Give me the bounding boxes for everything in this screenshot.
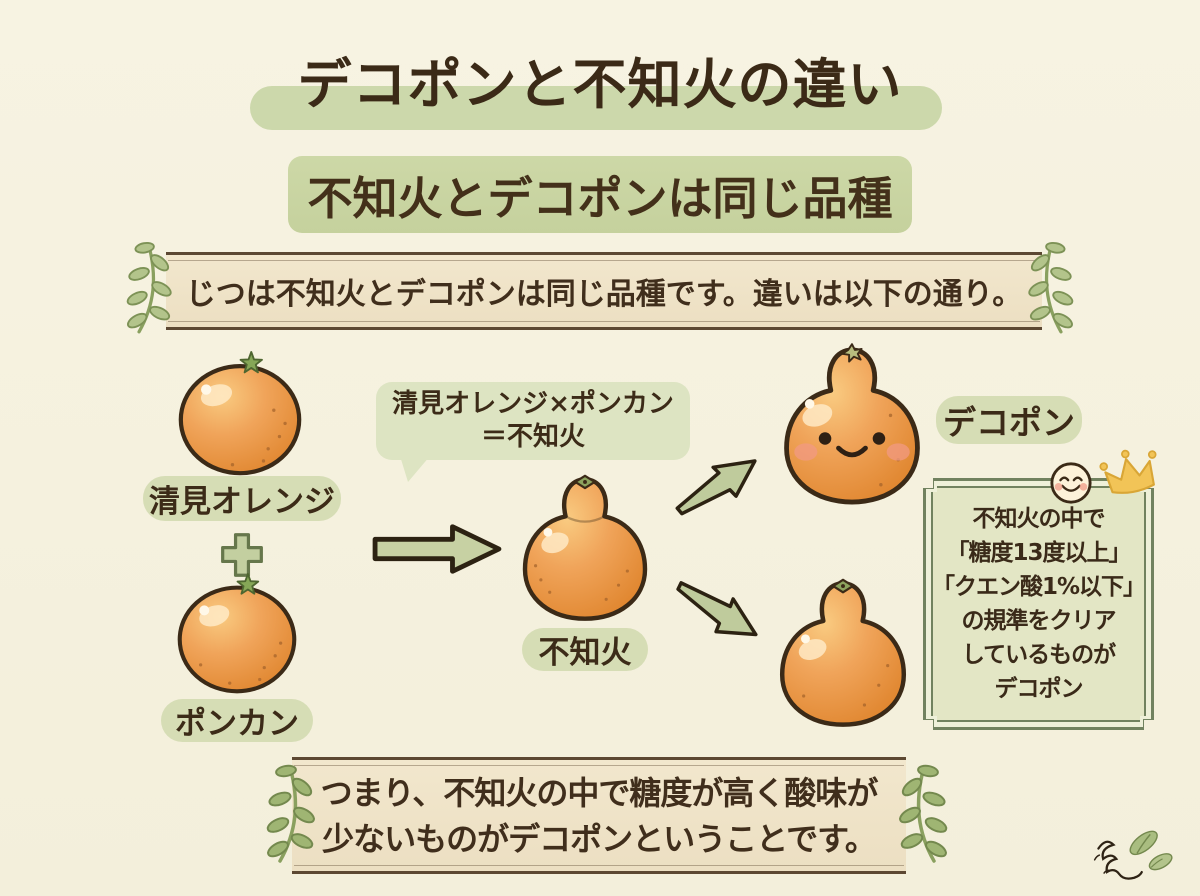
smiley-face-icon xyxy=(1049,461,1093,505)
speech-bubble-line: ＝不知火 xyxy=(480,422,585,452)
page-title: デコポンと不知火の違い xyxy=(297,53,903,116)
criteria-line: 不知火の中で xyxy=(972,506,1105,532)
laurel-branch-icon xyxy=(888,752,948,874)
arrow-down-right-icon xyxy=(661,559,775,663)
kiyomi-orange-illustration xyxy=(174,351,306,476)
criteria-box-frame: 不知火の中で 「糖度13度以上」 「クエン酸1%以下」 の規準をクリア している… xyxy=(926,481,1151,727)
speech-bubble-line: 清見オレンジ×ポンカン xyxy=(392,389,674,419)
speech-bubble: 清見オレンジ×ポンカン ＝不知火 xyxy=(376,382,690,460)
shiranui-illustration xyxy=(512,474,658,624)
intro-text: じつは不知火とデコポンは同じ品種です。違いは以下の通り。 xyxy=(185,277,1023,312)
arrow-right-icon xyxy=(367,519,507,579)
title-highlight xyxy=(250,86,942,130)
laurel-branch-icon xyxy=(266,752,326,874)
speech-bubble-tail xyxy=(398,456,432,482)
plain-shiranui-illustration xyxy=(770,578,916,730)
ponkan-illustration xyxy=(170,573,304,694)
arrow-up-right-icon xyxy=(661,434,775,538)
criteria-line: 「クエン酸1%以下」 xyxy=(931,574,1146,600)
criteria-line: デコポン xyxy=(994,676,1083,702)
conclusion-line: つまり、不知火の中で糖度が高く酸味が xyxy=(320,773,879,812)
criteria-line: の規準をクリア xyxy=(961,608,1116,634)
laurel-branch-icon xyxy=(1018,238,1074,336)
dekopon-illustration xyxy=(775,343,929,508)
laurel-branch-icon xyxy=(126,238,182,336)
artist-signature xyxy=(1085,824,1175,890)
dekopon-label: デコポン xyxy=(936,396,1082,444)
shiranui-label: 不知火 xyxy=(522,628,648,671)
criteria-line: 「糖度13度以上」 xyxy=(946,540,1131,566)
intro-box: じつは不知火とデコポンは同じ品種です。違いは以下の通り。 xyxy=(166,252,1042,330)
criteria-line: しているものが xyxy=(961,642,1116,668)
criteria-box: 不知火の中で 「糖度13度以上」 「クエン酸1%以下」 の規準をクリア している… xyxy=(923,478,1154,730)
conclusion-line: 少ないものがデコポンということです。 xyxy=(322,819,877,858)
subtitle-banner: 不知火とデコポンは同じ品種 xyxy=(288,156,912,233)
plus-icon xyxy=(219,531,265,579)
crown-icon xyxy=(1097,445,1164,505)
kiyomi-orange-label: 清見オレンジ xyxy=(143,476,341,521)
conclusion-box: つまり、不知火の中で糖度が高く酸味が 少ないものがデコポンということです。 xyxy=(292,757,906,874)
criteria-box-content: 不知火の中で 「糖度13度以上」 「クエン酸1%以下」 の規準をクリア している… xyxy=(931,486,1146,722)
ponkan-label: ポンカン xyxy=(161,699,313,742)
